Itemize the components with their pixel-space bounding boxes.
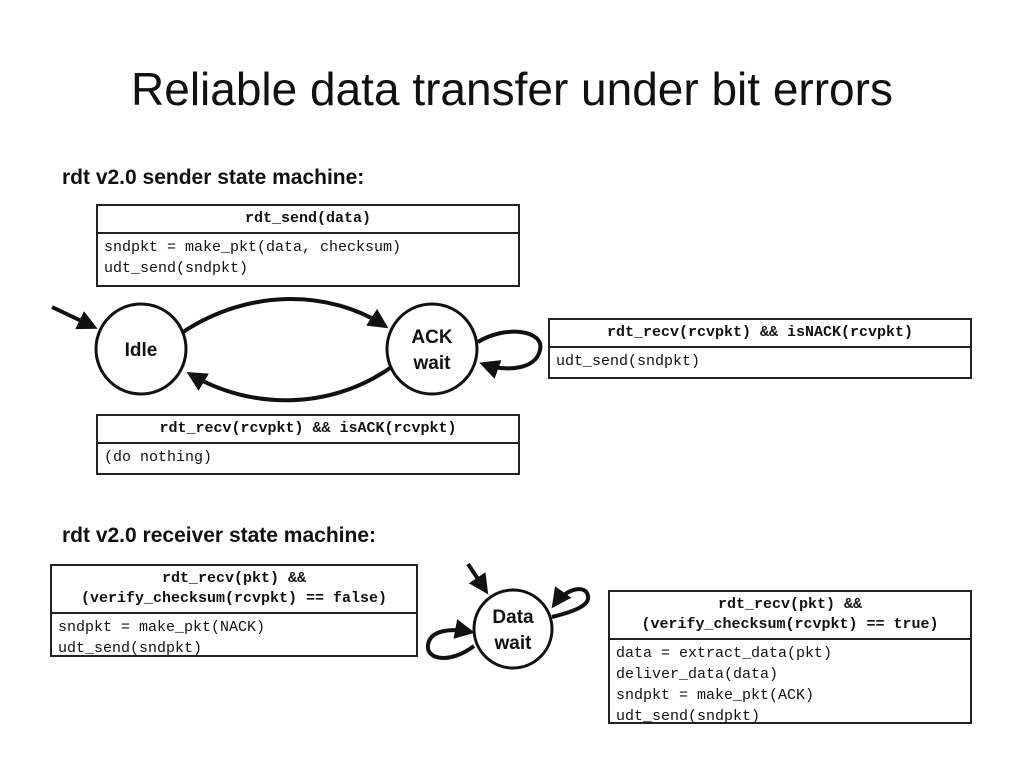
transition-action: sndpkt = make_pkt(data, checksum) — [104, 239, 402, 256]
datawait-corrupt-self-loop-arrow — [425, 619, 476, 660]
transition-event: rdt_recv(pkt) && (verify_checksum(rcvpkt… — [610, 592, 970, 640]
sender-ack-transition-box: rdt_recv(rcvpkt) && isACK(rcvpkt) (do no… — [96, 414, 520, 475]
sender-nack-transition-box: rdt_recv(rcvpkt) && isNACK(rcvpkt) udt_s… — [548, 318, 972, 379]
sender-initial-arrow — [51, 305, 98, 330]
transition-actions: sndpkt = make_pkt(NACK) udt_send(sndpkt) — [52, 614, 416, 662]
transition-event: rdt_recv(rcvpkt) && isACK(rcvpkt) — [98, 416, 518, 444]
transition-event-line: (verify_checksum(rcvpkt) == true) — [641, 616, 939, 633]
data-wait-state-label-line: Data — [492, 607, 534, 628]
transition-event: rdt_recv(pkt) && (verify_checksum(rcvpkt… — [52, 566, 416, 614]
slide-title: Reliable data transfer under bit errors — [131, 63, 893, 115]
transition-event-line: rdt_recv(pkt) && — [161, 570, 307, 587]
transition-event: rdt_send(data) — [98, 206, 518, 234]
receiver-corrupt-transition-box: rdt_recv(pkt) && (verify_checksum(rcvpkt… — [50, 564, 418, 657]
transition-action: (do nothing) — [104, 449, 213, 466]
ackwait-to-idle-transition-arrow — [186, 366, 392, 403]
idle-state-circle — [94, 302, 188, 396]
receiver-ok-transition-box: rdt_recv(pkt) && (verify_checksum(rcvpkt… — [608, 590, 972, 725]
transition-action: udt_send(sndpkt) — [58, 640, 203, 657]
data-wait-state-circle — [472, 588, 554, 670]
ackwait-self-loop-arrow — [476, 329, 543, 379]
idle-state-label: Idle — [125, 340, 158, 361]
sender-section-label: rdt v2.0 sender state machine: — [62, 166, 365, 189]
receiver-initial-arrow — [466, 562, 489, 595]
transition-event-line: rdt_recv(pkt) && — [717, 596, 863, 613]
data-wait-state-label-line: wait — [494, 633, 533, 654]
sender-send-transition-box: rdt_send(data) sndpkt = make_pkt(data, c… — [96, 204, 520, 287]
ack-wait-state-label-line: wait — [413, 353, 452, 374]
ack-wait-state-circle — [385, 302, 479, 396]
idle-to-ackwait-transition-arrow — [181, 297, 389, 334]
transition-actions: udt_send(sndpkt) — [550, 348, 970, 375]
transition-action: udt_send(sndpkt) — [104, 260, 249, 277]
transition-actions: data = extract_data(pkt) deliver_data(da… — [610, 640, 970, 730]
receiver-section-label: rdt v2.0 receiver state machine: — [62, 524, 376, 547]
transition-actions: (do nothing) — [98, 444, 518, 471]
transition-event: rdt_recv(rcvpkt) && isNACK(rcvpkt) — [550, 320, 970, 348]
transition-action: data = extract_data(pkt) — [616, 645, 833, 662]
transition-action: deliver_data(data) — [616, 666, 779, 683]
transition-event-line: (verify_checksum(rcvpkt) == false) — [80, 590, 388, 607]
transition-action: udt_send(sndpkt) — [616, 708, 761, 725]
transition-action: sndpkt = make_pkt(NACK) — [58, 619, 266, 636]
transition-action: sndpkt = make_pkt(ACK) — [616, 687, 815, 704]
transition-actions: sndpkt = make_pkt(data, checksum) udt_se… — [98, 234, 518, 282]
datawait-ok-self-loop-arrow — [551, 586, 591, 619]
transition-action: udt_send(sndpkt) — [556, 353, 701, 370]
ack-wait-state-label-line: ACK — [411, 327, 452, 348]
